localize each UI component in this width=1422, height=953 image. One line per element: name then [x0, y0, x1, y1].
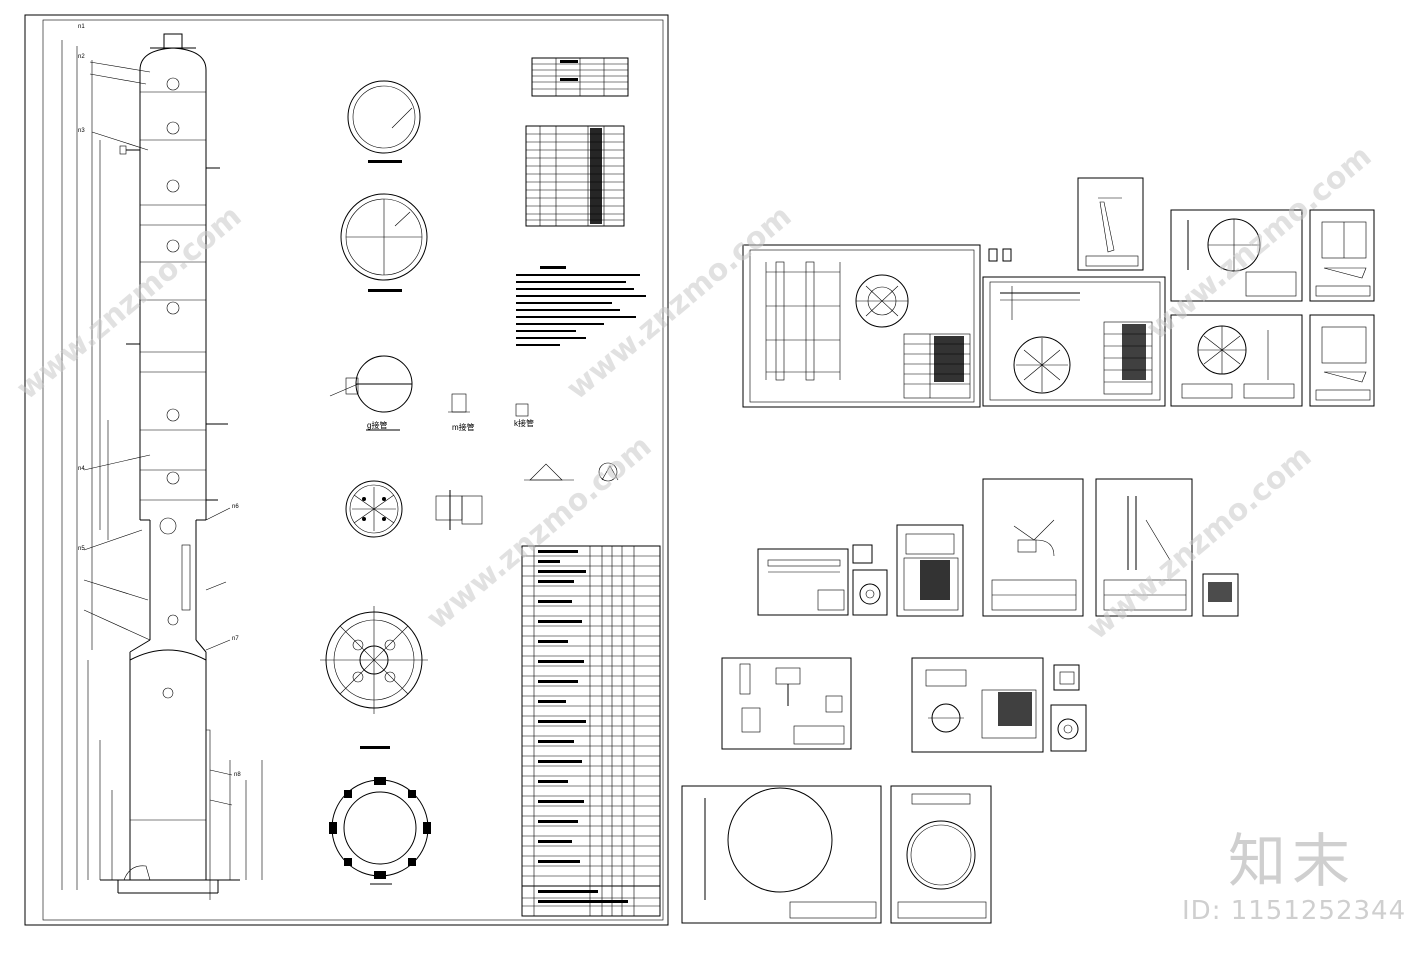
- detail-sheet-15: [911, 657, 1044, 753]
- tower-tags: n1 n2 n3 n4 n5 n6 n7 n8: [78, 24, 241, 778]
- detail-sheet-6: [1170, 314, 1303, 407]
- column-tower: [100, 33, 240, 900]
- section-views: g接管 m接管 k接管: [320, 80, 619, 885]
- tag-4: n4: [78, 466, 85, 472]
- anchor-blocks: [329, 777, 431, 879]
- side-nozzles: [119, 145, 228, 501]
- detail-sheet-18: [681, 785, 882, 924]
- detail-sheet-16: [1053, 664, 1080, 691]
- detail-sheet-5: [1309, 209, 1375, 302]
- tag-5: n5: [78, 546, 85, 552]
- distributor-pattern: [352, 487, 396, 531]
- tag-8: n8: [234, 772, 241, 778]
- tag-3: n3: [78, 128, 85, 134]
- detail-sheet-17: [1050, 704, 1087, 752]
- manholes: [159, 77, 180, 699]
- small-tag-2: [1002, 248, 1012, 262]
- detail-sheets: [681, 177, 1375, 924]
- watermark-logo: 知末: [1228, 827, 1357, 895]
- detail-sheet-8: [757, 548, 849, 616]
- view-label-m: m接管: [452, 422, 475, 432]
- detail-sheet-19: [890, 785, 992, 924]
- detail-sheet-10: [896, 524, 964, 617]
- main-drawing-sheet: g接管 m接管 k接管: [24, 14, 669, 926]
- tag-2: n2: [78, 54, 85, 60]
- tag-7: n7: [232, 636, 239, 642]
- detail-sheet-3: [982, 276, 1166, 407]
- detail-sheet-12: [1095, 478, 1193, 617]
- parts-list-rows: [522, 555, 660, 907]
- tag-6: n6: [232, 504, 239, 510]
- watermark-id: ID: 1151252344: [1182, 896, 1407, 926]
- detail-sheet-11: [982, 478, 1084, 617]
- view-label-g: g接管: [367, 420, 387, 430]
- design-data-tables: [516, 57, 661, 917]
- tag-1: n1: [78, 24, 85, 30]
- detail-tag-a: [852, 544, 873, 564]
- detail-sheet-2: [1077, 177, 1144, 271]
- detail-sheet-4: [1170, 209, 1303, 302]
- detail-sheet-14: [721, 657, 852, 750]
- detail-sheet-13: [1202, 573, 1239, 617]
- technical-notes: [516, 266, 646, 346]
- detail-sheet-7: [1309, 314, 1375, 407]
- detail-sheet-1: [742, 244, 981, 408]
- tray-lines: [140, 91, 206, 501]
- dimension-lines: [61, 40, 263, 890]
- view-label-k: k接管: [514, 418, 534, 428]
- parts-list-text-blocks: [538, 550, 628, 903]
- small-tag-1: [988, 248, 998, 262]
- detail-sheet-9: [852, 569, 888, 616]
- leader-lines: [83, 61, 233, 806]
